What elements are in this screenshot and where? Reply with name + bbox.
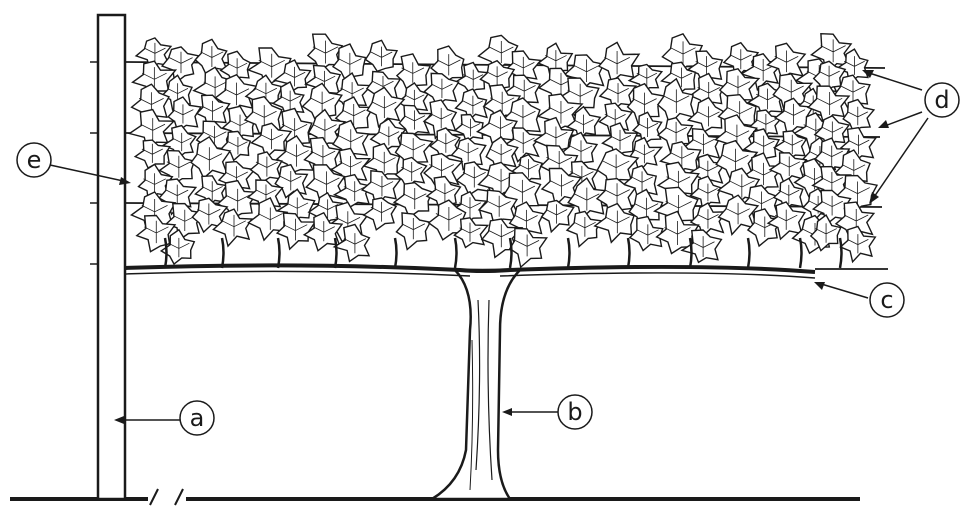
label-e: e [27,146,42,174]
shoot [222,238,224,268]
label-b-callout: b [502,395,592,429]
grape-leaf-icon [630,138,662,172]
shoot [840,238,842,268]
label-a-callout: a [114,401,214,435]
label-c-callout: c [814,282,904,317]
label-b: b [567,398,582,426]
foliage-canopy [130,34,878,267]
label-c: c [880,286,893,314]
label-a: a [190,404,205,432]
grape-leaf-icon [510,228,547,267]
shoot [800,238,802,268]
cordon [125,265,888,278]
post [90,15,125,499]
label-d: d [934,86,949,114]
grape-leaf-icon [630,217,663,251]
grape-leaf-icon [394,183,432,218]
shoot [628,238,630,268]
shoot [395,238,397,268]
shoot [568,238,570,268]
trunk [432,270,520,499]
shoot [510,238,512,268]
grape-leaf-icon [567,211,601,246]
shoot [335,238,337,268]
shoot [748,238,750,268]
shoot [455,238,457,268]
grape-leaf-icon [599,42,639,82]
